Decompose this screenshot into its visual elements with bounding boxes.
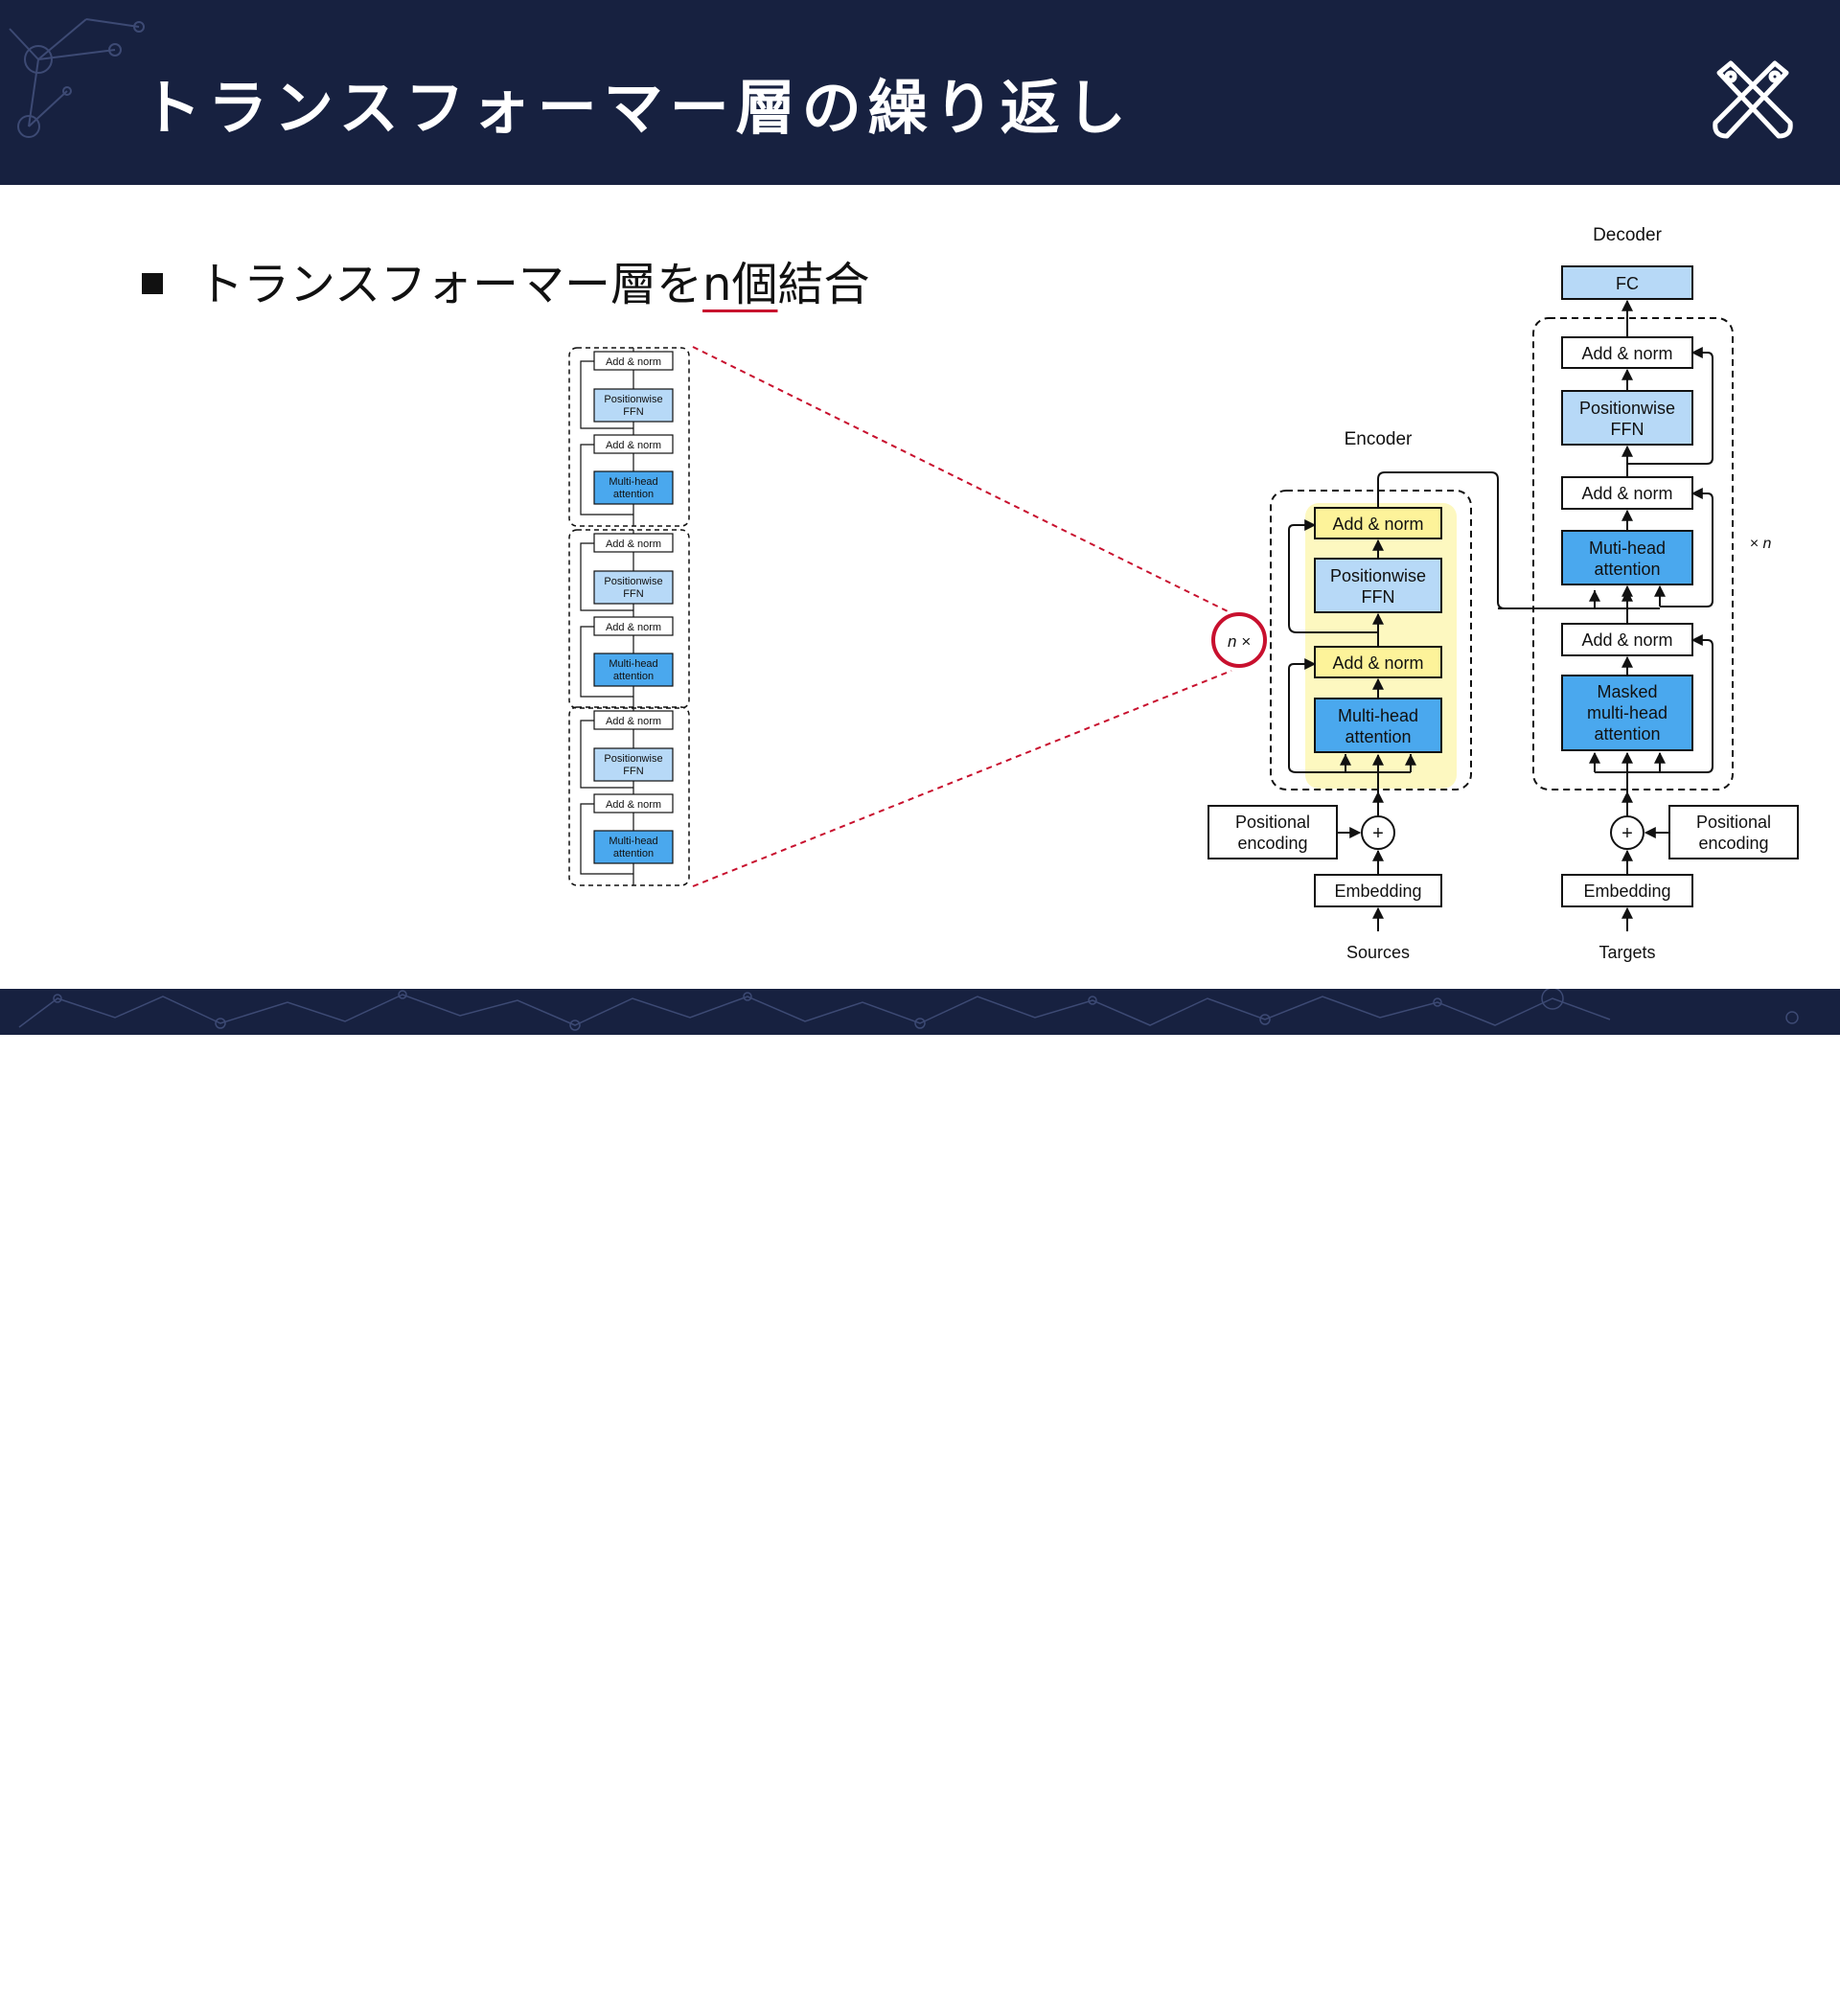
stacked-add-norm bbox=[593, 533, 674, 553]
decoder-ffn-label-2: FFN bbox=[1611, 420, 1644, 439]
decoder-fc-label: FC bbox=[1616, 274, 1639, 293]
stacked-multi-head-attention bbox=[593, 470, 674, 505]
decoder-block: Decoder FC × n Add & norm Positionwise F… bbox=[1532, 225, 1799, 962]
decoder-embedding-label: Embedding bbox=[1583, 882, 1670, 901]
decoder-masked-label-2: multi-head bbox=[1587, 703, 1668, 722]
encoder-embedding bbox=[1314, 874, 1442, 907]
stacked-add-norm-label: Add & norm bbox=[606, 440, 661, 451]
decoder-input-label: Targets bbox=[1598, 943, 1655, 962]
stacked-multi-head-attention-label: Multi-head bbox=[609, 476, 657, 488]
stacked-positionwise-ffn-label: Positionwise bbox=[604, 394, 662, 405]
decoder-title: Decoder bbox=[1593, 225, 1662, 245]
stacked-positionwise-ffn-label: FFN bbox=[623, 766, 643, 777]
stacked-multi-head-attention bbox=[593, 830, 674, 864]
stacked-add-norm-label: Add & norm bbox=[606, 799, 661, 811]
encoder-add-norm-bottom bbox=[1314, 646, 1442, 678]
encoder-ffn-label-1: Positionwise bbox=[1330, 566, 1426, 585]
encoder-multi-head-attention bbox=[1314, 698, 1442, 753]
encoder-add-norm-top bbox=[1314, 507, 1442, 539]
slide-footer: - 79 - bbox=[0, 989, 1840, 2016]
stacked-add-norm-label: Add & norm bbox=[606, 356, 661, 368]
bullet-text-highlight: n個 bbox=[702, 258, 778, 311]
bullet-text-prefix: トランスフォーマー層を bbox=[197, 258, 703, 311]
decoder-add-norm-3 bbox=[1561, 623, 1693, 656]
encoder-pos-label-2: encoding bbox=[1237, 834, 1307, 853]
stacked-positionwise-ffn-label: FFN bbox=[623, 406, 643, 418]
stacked-multi-head-attention-label: attention bbox=[613, 848, 654, 859]
decoder-masked-attention bbox=[1561, 675, 1693, 751]
zoom-line-bottom bbox=[692, 670, 1232, 887]
slide-header: トランスフォーマー層の繰り返し bbox=[0, 0, 1840, 185]
decoder-add-norm-1-label: Add & norm bbox=[1581, 344, 1672, 363]
decoder-plus-label: + bbox=[1622, 823, 1633, 844]
decoder-times-n-label: × n bbox=[1750, 536, 1772, 552]
stacked-add-norm bbox=[593, 616, 674, 636]
bullet-square-icon bbox=[142, 273, 163, 294]
stacked-positionwise-ffn-label: FFN bbox=[623, 588, 643, 600]
n-times-label: n × bbox=[1228, 632, 1251, 651]
decoder-add-norm-2 bbox=[1561, 476, 1693, 510]
stacked-positionwise-ffn-label: Positionwise bbox=[604, 753, 662, 765]
stacked-add-norm bbox=[593, 434, 674, 454]
encoder-title: Encoder bbox=[1345, 429, 1413, 449]
encoder-mha-label-2: attention bbox=[1345, 727, 1411, 746]
slide-title: トランスフォーマー層の繰り返し bbox=[142, 73, 1133, 143]
encoder-pos-label-1: Positional bbox=[1235, 813, 1310, 832]
stacked-add-norm bbox=[593, 710, 674, 730]
stacked-positionwise-ffn bbox=[593, 570, 674, 605]
crossed-tools-logo-icon bbox=[1713, 60, 1793, 139]
decoder-fc bbox=[1561, 265, 1693, 300]
stacked-multi-head-attention-label: attention bbox=[613, 489, 654, 500]
network-pattern-icon bbox=[18, 989, 1799, 1031]
stacked-add-norm-label: Add & norm bbox=[606, 622, 661, 633]
stacked-add-norm-label: Add & norm bbox=[606, 716, 661, 727]
stacked-positionwise-ffn bbox=[593, 747, 674, 782]
encoder-ffn-label-2: FFN bbox=[1362, 587, 1395, 607]
encoder-add-norm-top-label: Add & norm bbox=[1332, 515, 1423, 534]
encoder-plus-label: + bbox=[1372, 823, 1384, 844]
stacked-add-norm-label: Add & norm bbox=[606, 538, 661, 550]
bullet-text-suffix: 結合 bbox=[777, 258, 870, 311]
decoder-mha-label-1: Muti-head bbox=[1589, 538, 1666, 558]
stacked-multi-head-attention bbox=[593, 653, 674, 687]
encoder-mha-label-1: Multi-head bbox=[1338, 706, 1418, 725]
decoder-masked-label-3: attention bbox=[1594, 724, 1660, 744]
n-times-circle bbox=[1211, 612, 1267, 668]
decoder-mha-label-2: attention bbox=[1594, 560, 1660, 579]
decoder-masked-label-1: Masked bbox=[1597, 682, 1657, 701]
encoder-add-norm-bottom-label: Add & norm bbox=[1332, 653, 1423, 673]
stacked-multi-head-attention-label: Multi-head bbox=[609, 836, 657, 847]
bullet-point: トランスフォーマー層をn個結合 bbox=[142, 246, 870, 313]
decoder-ffn-label-1: Positionwise bbox=[1579, 399, 1675, 418]
stacked-add-norm bbox=[593, 793, 674, 813]
decoder-add-norm-1 bbox=[1561, 336, 1693, 369]
stacked-multi-head-attention-label: attention bbox=[613, 671, 654, 682]
stacked-positionwise-ffn-label: Positionwise bbox=[604, 576, 662, 587]
encoder-block: Encoder Add & norm Positionwise FFN Add … bbox=[1208, 429, 1472, 962]
network-decoration-icon bbox=[9, 18, 145, 138]
decoder-add-norm-2-label: Add & norm bbox=[1581, 484, 1672, 503]
page-number: - 79 - bbox=[1622, 1987, 1694, 2016]
encoder-input-label: Sources bbox=[1346, 943, 1410, 962]
decoder-add-norm-3-label: Add & norm bbox=[1581, 630, 1672, 650]
decoder-ffn bbox=[1561, 390, 1693, 446]
stacked-multi-head-attention-label: Multi-head bbox=[609, 658, 657, 670]
zoom-line-top bbox=[692, 346, 1232, 614]
decoder-pos-label-2: encoding bbox=[1698, 834, 1768, 853]
decoder-embedding bbox=[1561, 874, 1693, 907]
encoder-positional-encoding bbox=[1208, 805, 1338, 859]
stacked-positionwise-ffn bbox=[593, 388, 674, 423]
stacked-add-norm bbox=[593, 351, 674, 371]
decoder-pos-label-1: Positional bbox=[1696, 813, 1771, 832]
encoder-embedding-label: Embedding bbox=[1334, 882, 1421, 901]
